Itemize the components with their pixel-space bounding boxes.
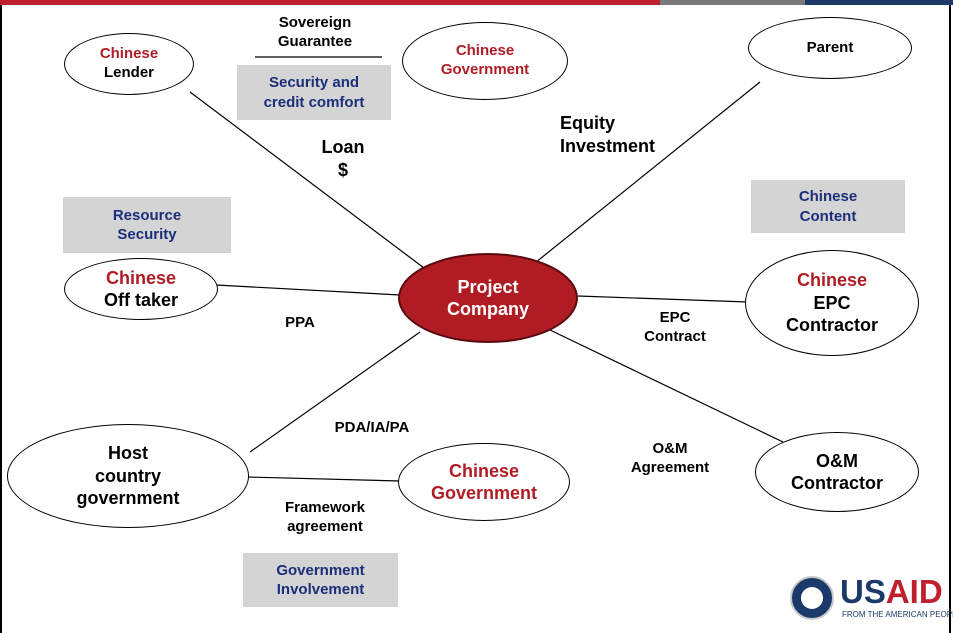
label-pda-ia-pa: PDA/IA/PA (334, 419, 410, 436)
top-bar-navy (805, 0, 953, 5)
top-accent-bar (0, 0, 953, 5)
box-security-credit-comfort: Security and credit comfort (237, 65, 391, 120)
node-chinese-government-bottom: Chinese Government (398, 443, 570, 521)
label-equity-line2: Investment (560, 135, 656, 156)
usaid-wordmark-aid: AID (885, 573, 943, 610)
label-framework-line2: agreement (287, 517, 363, 535)
node-host-country-government: Host country government (7, 424, 249, 528)
connector-parent (519, 81, 761, 276)
usaid-wordmark-us: US (840, 573, 886, 610)
usaid-seal-center (801, 587, 823, 609)
connector-om (549, 329, 784, 443)
connector-lender (189, 91, 441, 281)
node-om-line1: O&M (816, 450, 858, 471)
label-epc-contract-line1: EPC (659, 309, 691, 326)
label-sovereign-line2: Guarantee (277, 32, 353, 50)
label-framework-agreement: Framework agreement (262, 499, 388, 537)
top-bar-red (0, 0, 660, 5)
node-gov-bottom-line1: Chinese (448, 460, 520, 481)
node-om-line2: Contractor (790, 473, 883, 493)
box-gov-involvement-line2: Involvement (276, 581, 365, 598)
node-chinese-government-top: Chinese Government (402, 22, 568, 100)
label-sovereign-line1: Sovereign (278, 14, 352, 31)
box-gov-involvement-line1: Government (276, 561, 365, 579)
label-om-agreement-line1: O&M (652, 440, 688, 457)
node-om-contractor: O&M Contractor (755, 432, 919, 512)
label-loan: Loan $ (300, 136, 386, 181)
label-loan-line1: Loan (321, 137, 365, 157)
frame-right-border (949, 5, 951, 633)
usaid-wordmark: USAID (840, 573, 943, 611)
box-security-line1: Security and (268, 74, 360, 91)
label-epc-contract-line2: Contract (644, 327, 706, 345)
usaid-logo: USAID FROM THE AMERICAN PEOPLE (790, 573, 953, 623)
node-lender-line1: Chinese (99, 45, 159, 63)
node-gov-top-line2: Government (440, 61, 530, 78)
label-framework-line1: Framework (284, 499, 366, 516)
node-host-line1: Host (108, 443, 148, 464)
box-content-line2: Content (799, 207, 857, 225)
connector-epc (577, 295, 749, 303)
node-chinese-epc-contractor: Chinese EPC Contractor (745, 250, 919, 356)
box-resource-line2: Security (117, 226, 177, 243)
node-host-line2: country (94, 465, 161, 486)
node-offtaker-line2: Off taker (103, 290, 179, 310)
usaid-tagline: FROM THE AMERICAN PEOPLE (842, 610, 953, 619)
node-epc-line3: Contractor (785, 315, 878, 336)
label-equity-line1: Equity (560, 113, 616, 133)
label-om-agreement-line2: Agreement (630, 458, 710, 476)
node-gov-bottom-line2: Government (430, 483, 538, 503)
box-resource-security: Resource Security (63, 197, 231, 253)
label-equity-investment: Equity Investment (560, 112, 655, 157)
label-epc-contract: EPC Contract (620, 309, 730, 347)
node-epc-line1: Chinese (796, 270, 868, 291)
top-bar-gray (660, 0, 805, 5)
node-parent-label: Parent (806, 38, 854, 56)
node-offtaker-line1: Chinese (105, 267, 177, 288)
connector-framework (246, 476, 401, 482)
node-project-line2: Company (446, 299, 529, 319)
node-host-line3: government (76, 488, 180, 509)
box-chinese-content: Chinese Content (751, 180, 905, 233)
node-epc-line2: EPC (813, 292, 851, 313)
label-ppa: PPA (285, 314, 315, 331)
label-loan-line2: $ (337, 159, 348, 180)
node-lender-line2: Lender (103, 64, 154, 81)
usaid-seal-icon (790, 576, 834, 620)
node-project-line1: Project (457, 276, 519, 297)
connector-off-taker (215, 284, 401, 296)
node-project-company: Project Company (398, 253, 578, 343)
box-government-involvement: Government Involvement (243, 553, 398, 607)
connector-host (249, 331, 421, 453)
label-om-agreement: O&M Agreement (610, 440, 730, 478)
box-security-line2: credit comfort (263, 93, 365, 111)
box-resource-line1: Resource (112, 206, 182, 224)
node-gov-top-line1: Chinese (455, 42, 515, 60)
label-sovereign-guarantee: Sovereign Guarantee (240, 14, 390, 52)
node-chinese-off-taker: Chinese Off taker (64, 258, 218, 320)
node-parent: Parent (748, 17, 912, 79)
frame-left-border (0, 5, 2, 633)
node-chinese-lender: Chinese Lender (64, 33, 194, 95)
box-content-line1: Chinese (798, 188, 858, 205)
